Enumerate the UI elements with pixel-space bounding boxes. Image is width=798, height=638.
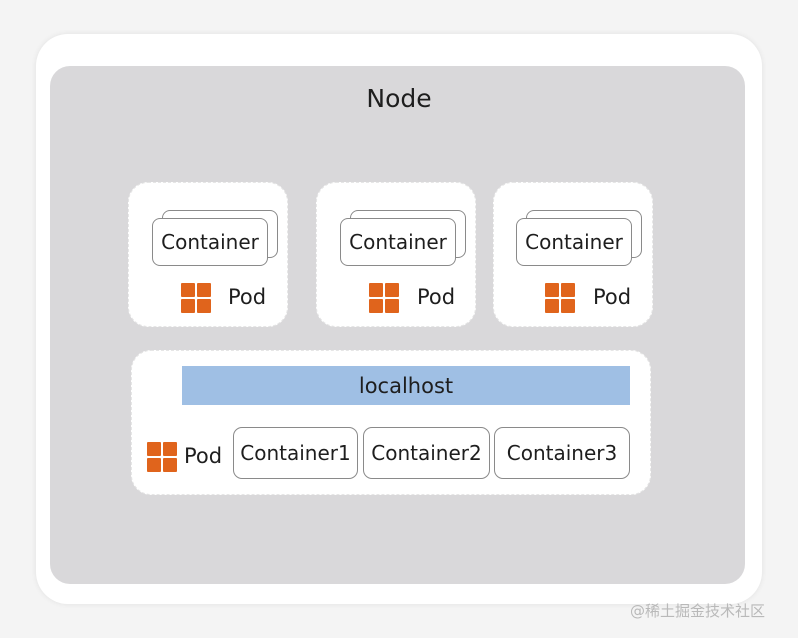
container3-box: Container3 bbox=[494, 427, 630, 479]
watermark: @稀土掘金技术社区 bbox=[630, 602, 766, 620]
pod-label: Pod bbox=[417, 285, 456, 309]
pod-label: Pod bbox=[593, 285, 632, 309]
pod-icon bbox=[545, 283, 575, 313]
pod-label: Pod bbox=[184, 444, 223, 468]
container-box: Container bbox=[340, 218, 456, 266]
container1-box: Container1 bbox=[233, 427, 358, 479]
localhost-bar: localhost bbox=[182, 366, 630, 405]
pod-icon bbox=[181, 283, 211, 313]
container-box: Container bbox=[152, 218, 268, 266]
container2-box: Container2 bbox=[363, 427, 490, 479]
container-box: Container bbox=[516, 218, 632, 266]
pod-icon bbox=[147, 442, 177, 472]
pod-label: Pod bbox=[228, 285, 267, 309]
node-title: Node bbox=[366, 84, 432, 113]
pod-icon bbox=[369, 283, 399, 313]
